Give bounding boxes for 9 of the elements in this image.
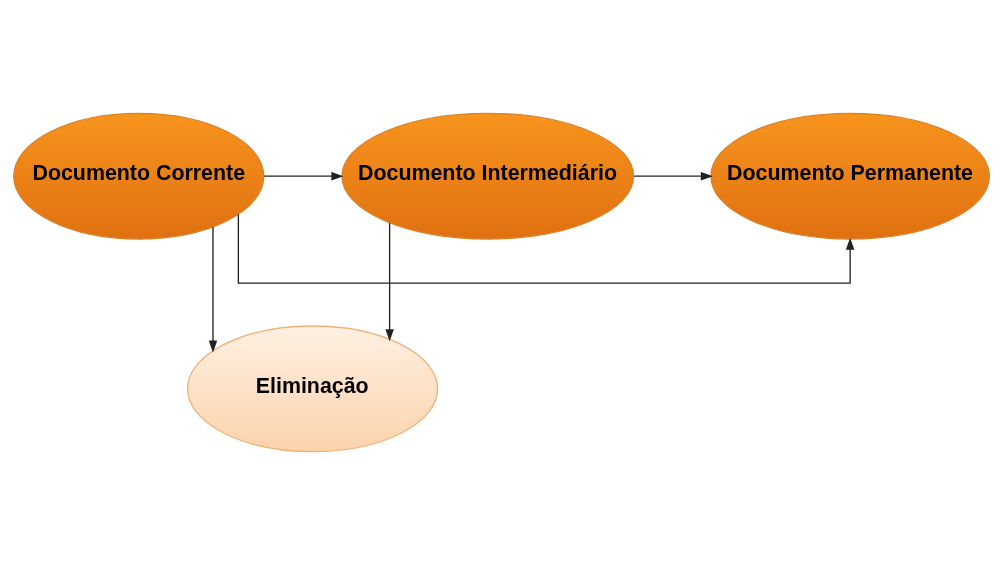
arrow bbox=[633, 171, 713, 180]
arrow bbox=[263, 171, 344, 180]
arrow bbox=[237, 213, 855, 284]
node-ellipse: Documento Intermediário bbox=[341, 112, 635, 240]
arrow bbox=[208, 225, 218, 353]
node-ellipse: Documento Corrente bbox=[13, 112, 265, 240]
node-ellipse: Eliminação bbox=[186, 324, 439, 452]
node-ellipse: Documento Permanente bbox=[710, 112, 990, 240]
arrow bbox=[385, 221, 394, 341]
